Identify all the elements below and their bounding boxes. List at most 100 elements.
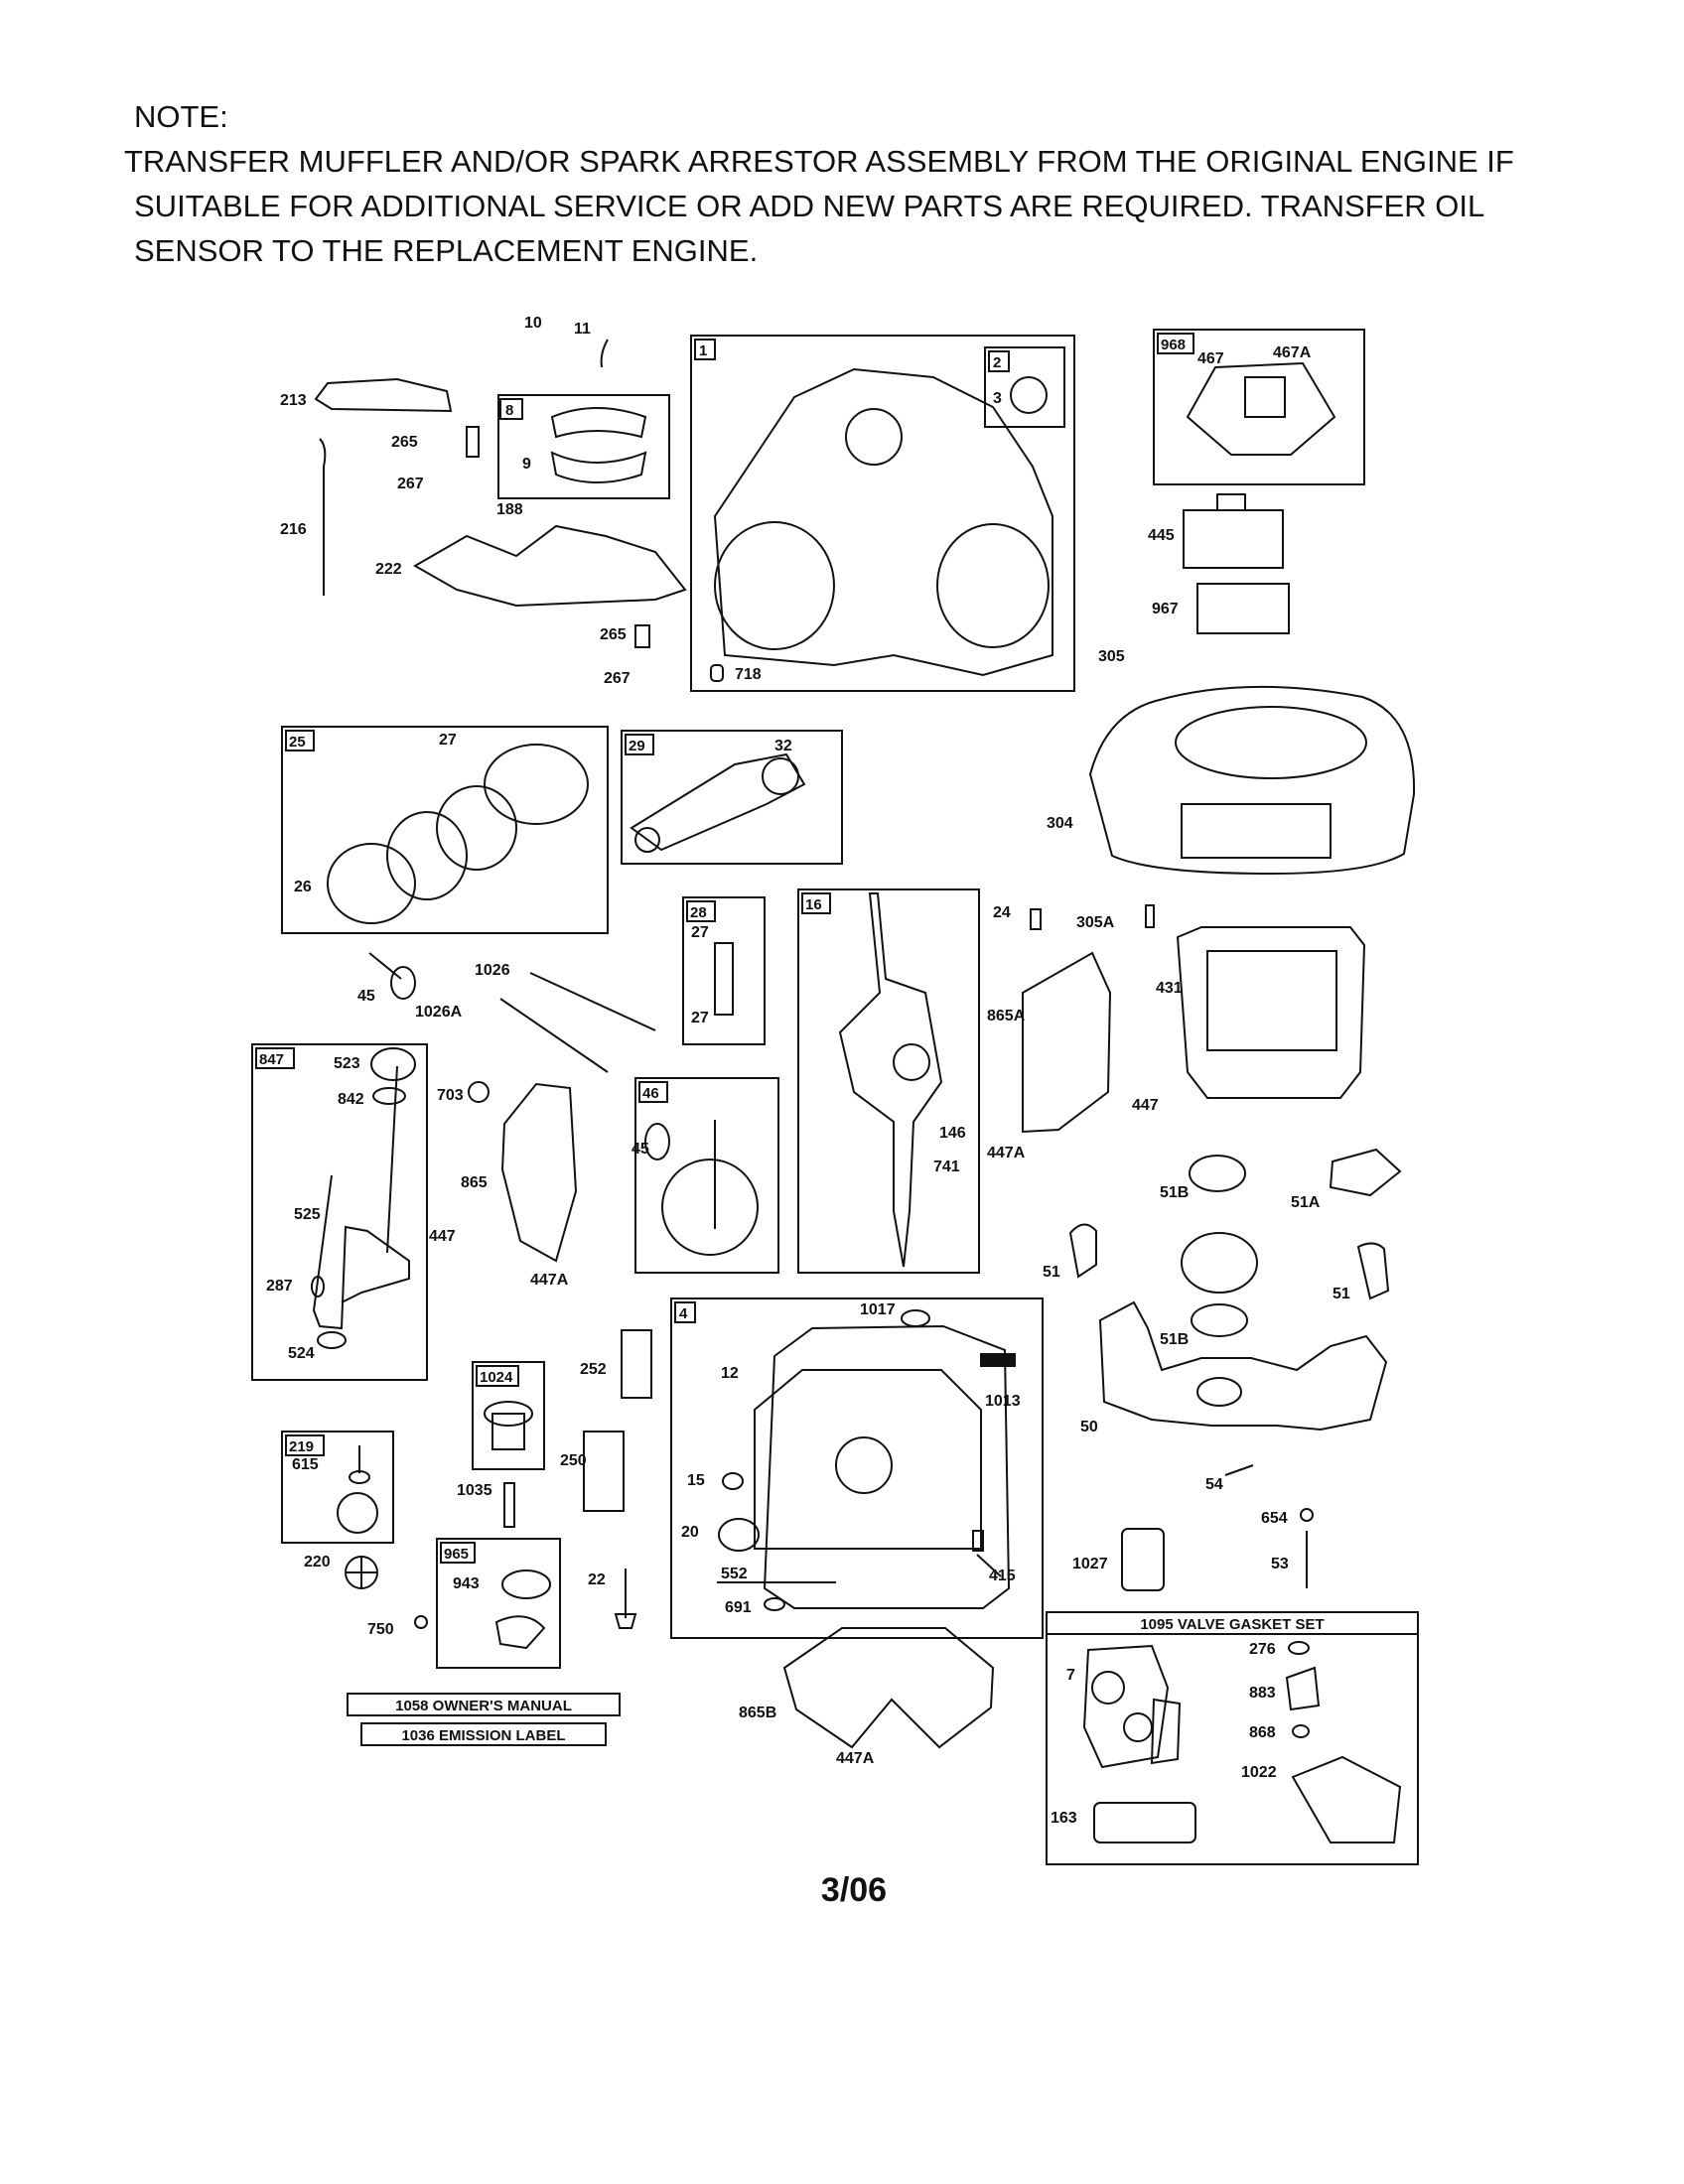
box-1-frame — [690, 335, 1075, 692]
box-1-label: 1 — [699, 342, 707, 359]
part-54: 54 — [1205, 1476, 1223, 1493]
part-45-b: 45 — [632, 1141, 649, 1158]
box-1095-frame — [1046, 1611, 1419, 1865]
box-847-label: 847 — [259, 1051, 284, 1068]
box-219-label: 219 — [289, 1438, 314, 1455]
part-552: 552 — [721, 1566, 748, 1582]
part-3: 3 — [993, 390, 1002, 407]
box-968-frame — [1153, 329, 1365, 485]
note-line-2: SUITABLE FOR ADDITIONAL SERVICE OR ADD N… — [134, 189, 1485, 223]
box-219-frame — [281, 1431, 394, 1544]
box-847-frame — [251, 1043, 428, 1381]
part-213: 213 — [280, 392, 307, 409]
part-1017: 1017 — [860, 1301, 896, 1318]
box-46-label: 46 — [642, 1085, 659, 1102]
part-703: 703 — [437, 1087, 464, 1104]
part-163: 163 — [1051, 1810, 1077, 1827]
box-965-frame — [436, 1538, 561, 1669]
part-26: 26 — [294, 879, 312, 895]
part-276: 276 — [1249, 1641, 1276, 1658]
part-265-b: 265 — [600, 626, 627, 643]
part-750: 750 — [367, 1621, 394, 1638]
part-865: 865 — [461, 1174, 488, 1191]
note-line-3: SENSOR TO THE REPLACEMENT ENGINE. — [134, 233, 759, 268]
box-8-frame — [497, 394, 670, 499]
box-1024-label: 1024 — [480, 1369, 513, 1386]
part-267-b: 267 — [604, 670, 631, 687]
page-number: 3/06 — [820, 1871, 888, 1909]
part-11: 11 — [574, 321, 591, 338]
part-1013: 1013 — [985, 1393, 1021, 1410]
part-51A: 51A — [1291, 1194, 1321, 1211]
part-20: 20 — [681, 1524, 699, 1541]
box-28-frame — [682, 896, 766, 1045]
part-267: 267 — [397, 476, 424, 492]
part-523: 523 — [334, 1055, 360, 1072]
box-4-label: 4 — [679, 1305, 688, 1322]
box-29-label: 29 — [629, 738, 645, 754]
part-1035: 1035 — [457, 1482, 492, 1499]
box-28-label: 28 — [690, 904, 707, 921]
part-1026A: 1026A — [415, 1004, 463, 1021]
box-25-label: 25 — [289, 734, 306, 751]
part-252: 252 — [580, 1361, 607, 1378]
part-741: 741 — [933, 1159, 960, 1175]
note-line-1: TRANSFER MUFFLER AND/OR SPARK ARRESTOR A… — [124, 144, 1514, 179]
box-25-frame — [281, 726, 609, 934]
part-525: 525 — [294, 1206, 321, 1223]
box-2-frame — [984, 346, 1065, 428]
part-691: 691 — [725, 1599, 752, 1616]
part-718: 718 — [735, 666, 762, 683]
part-51-a: 51 — [1043, 1264, 1060, 1281]
part-27-b: 27 — [691, 924, 709, 941]
box-1024-frame — [472, 1361, 545, 1470]
part-967: 967 — [1152, 601, 1179, 617]
part-842: 842 — [338, 1091, 364, 1108]
part-216: 216 — [280, 521, 307, 538]
part-22: 22 — [588, 1571, 606, 1588]
part-32: 32 — [774, 738, 792, 754]
part-447A-a: 447A — [987, 1145, 1026, 1161]
part-615: 615 — [292, 1456, 319, 1473]
part-447-a: 447 — [1132, 1097, 1159, 1114]
part-1026: 1026 — [475, 962, 510, 979]
part-431: 431 — [1156, 980, 1183, 997]
part-865A: 865A — [987, 1008, 1026, 1024]
part-9: 9 — [522, 456, 531, 473]
part-1027: 1027 — [1072, 1556, 1108, 1572]
part-27-a: 27 — [439, 732, 457, 749]
box-16-frame — [797, 888, 980, 1274]
part-45-a: 45 — [357, 988, 375, 1005]
part-467: 467 — [1197, 350, 1224, 367]
part-415: 415 — [989, 1568, 1016, 1584]
box-46-frame — [634, 1077, 779, 1274]
part-220: 220 — [304, 1554, 331, 1570]
part-15: 15 — [687, 1472, 705, 1489]
part-943: 943 — [453, 1575, 480, 1592]
part-53: 53 — [1271, 1556, 1289, 1572]
part-27-c: 27 — [691, 1010, 709, 1026]
part-51-b: 51 — [1333, 1286, 1350, 1302]
part-188: 188 — [496, 501, 523, 518]
part-24: 24 — [993, 904, 1011, 921]
part-654: 654 — [1261, 1510, 1288, 1527]
part-524: 524 — [288, 1345, 315, 1362]
note-heading: NOTE: — [134, 99, 228, 134]
box-8-label: 8 — [505, 402, 513, 419]
part-865B: 865B — [739, 1705, 776, 1721]
emission-label-frame — [360, 1722, 607, 1746]
owners-manual-frame — [347, 1693, 621, 1716]
part-304: 304 — [1047, 815, 1073, 832]
part-51B-a: 51B — [1160, 1184, 1189, 1201]
part-467A: 467A — [1273, 344, 1312, 361]
part-445: 445 — [1148, 527, 1175, 544]
part-883: 883 — [1249, 1685, 1276, 1702]
part-447-b: 447 — [429, 1228, 456, 1245]
owners-manual-label: 1058 OWNER'S MANUAL — [395, 1698, 572, 1714]
part-447A-b: 447A — [530, 1272, 569, 1289]
part-287: 287 — [266, 1278, 293, 1295]
part-1022: 1022 — [1241, 1764, 1277, 1781]
part-7: 7 — [1066, 1667, 1075, 1684]
part-12: 12 — [721, 1365, 739, 1382]
